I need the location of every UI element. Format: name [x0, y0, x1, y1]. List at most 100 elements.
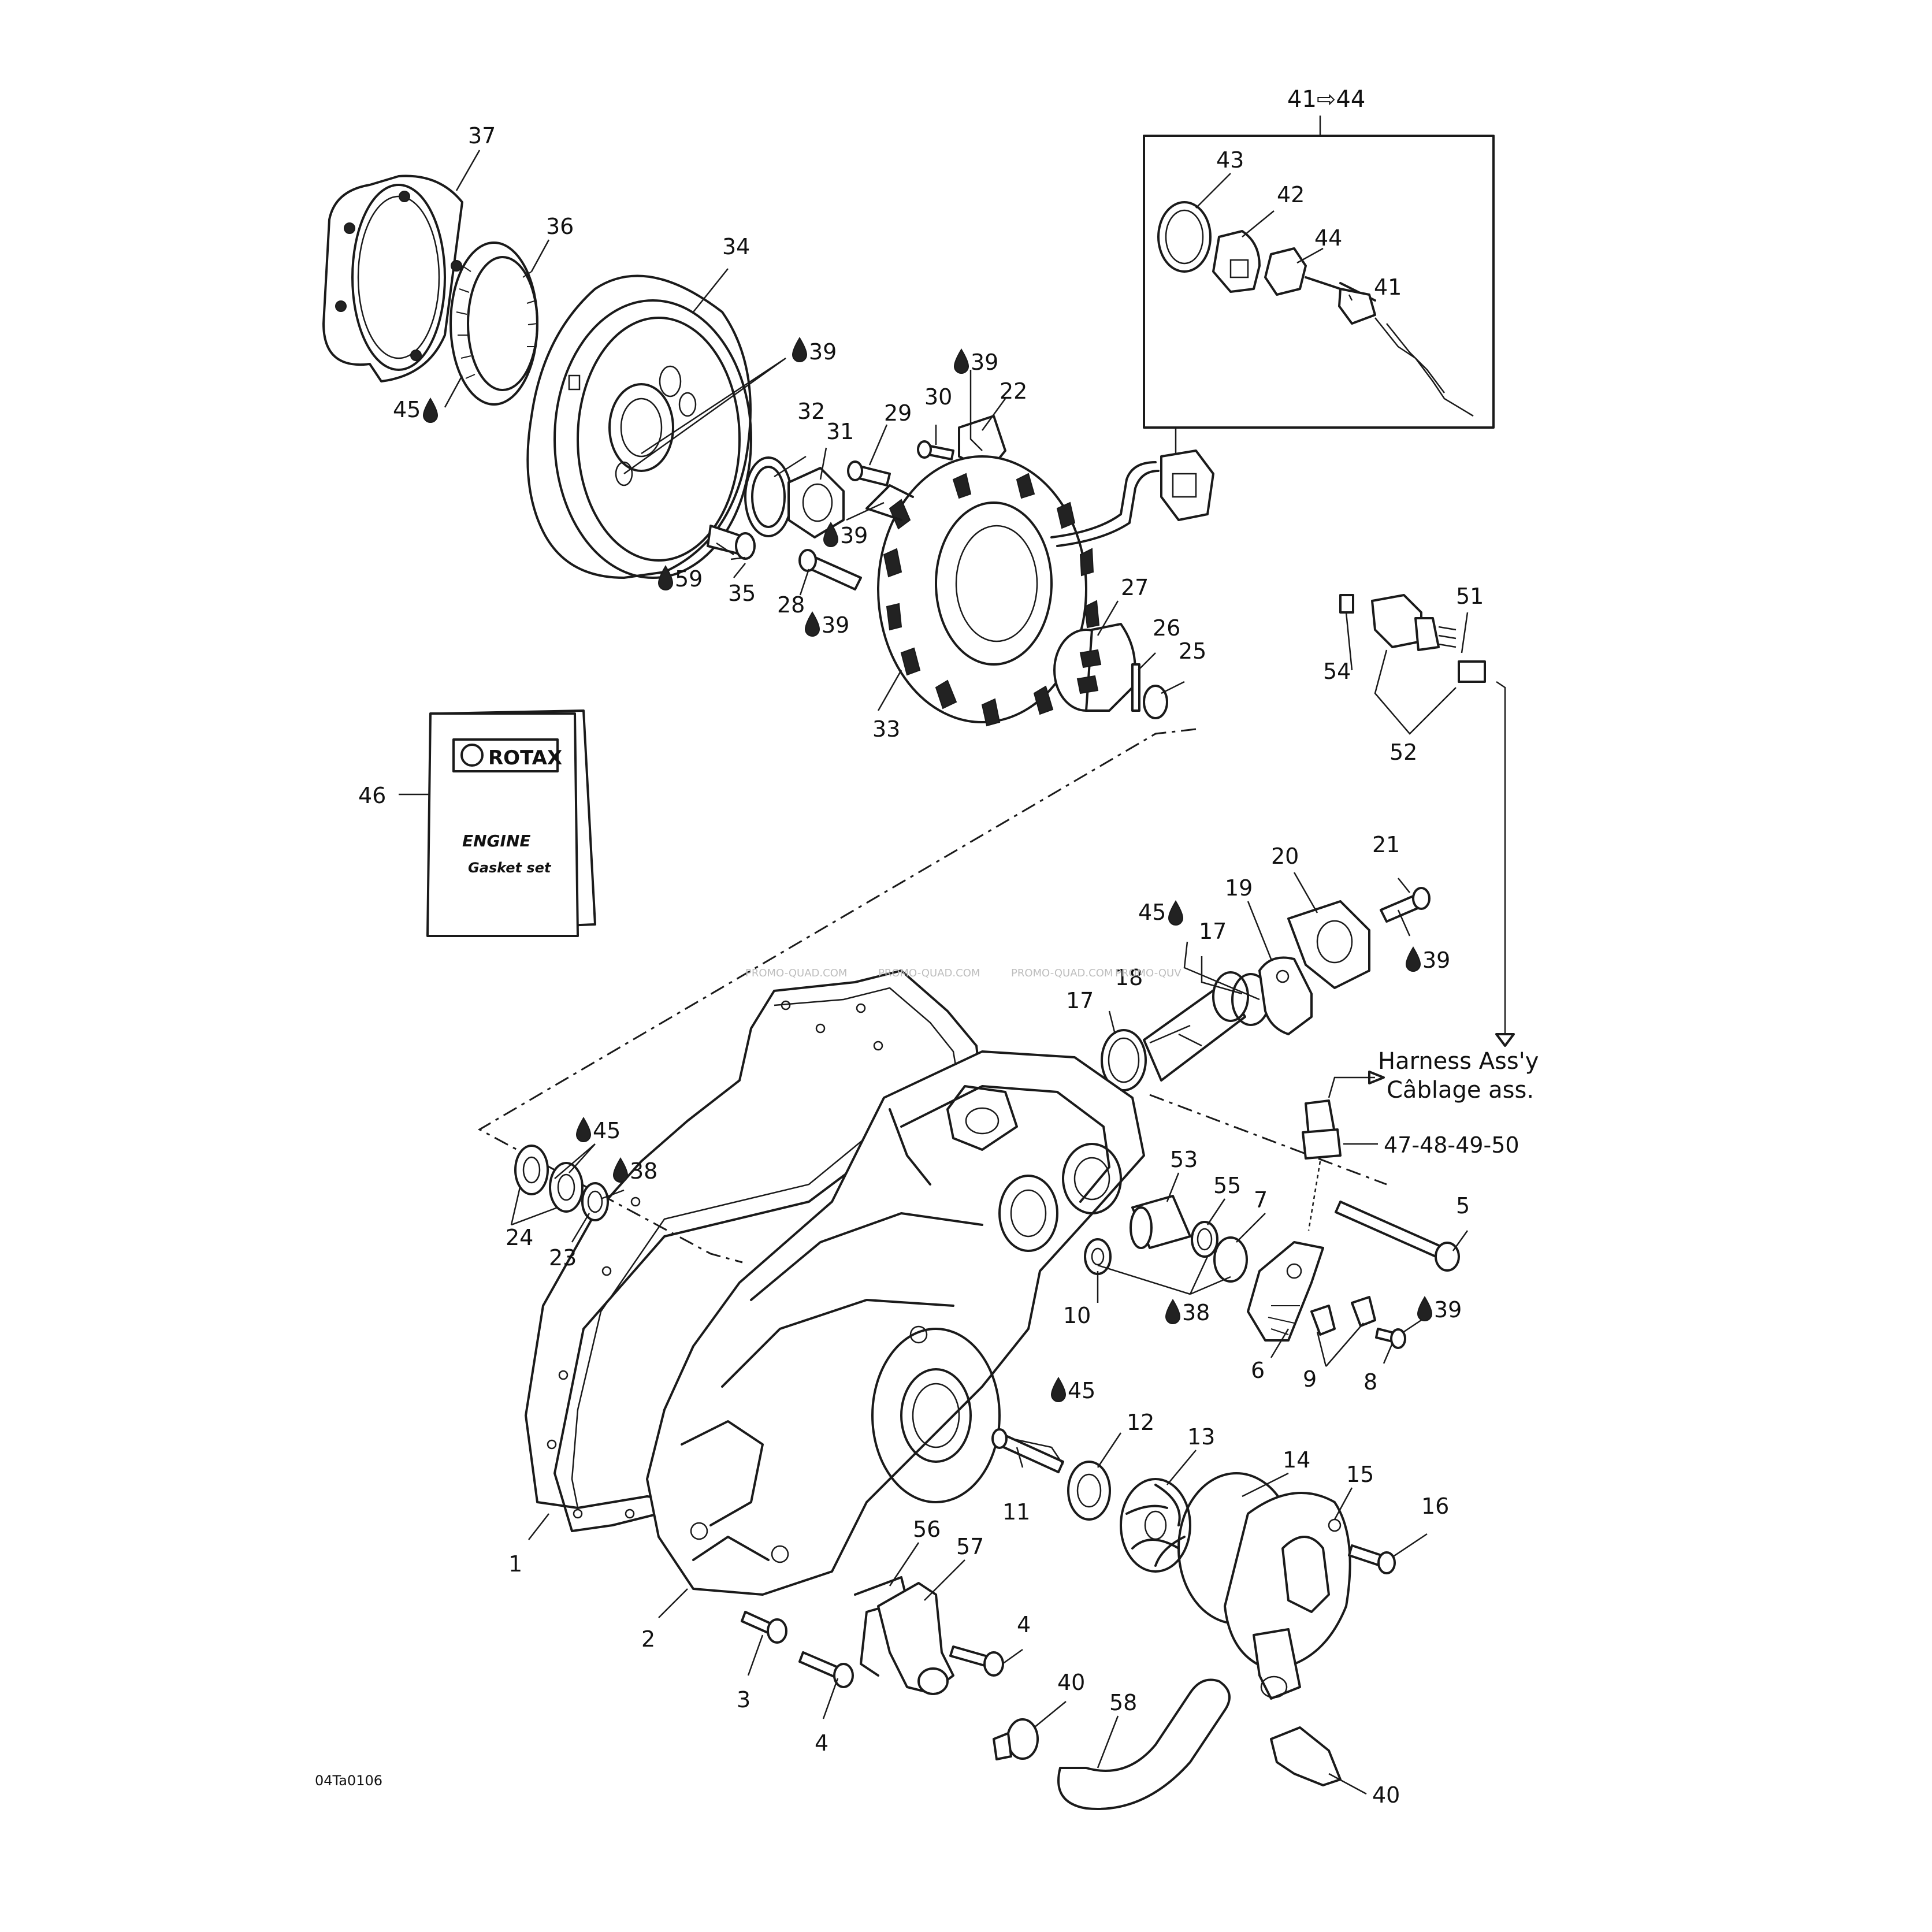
oil-drop-icon — [1417, 1296, 1433, 1321]
seal-23 — [581, 1182, 609, 1221]
trigger-wheel-27 — [1053, 623, 1136, 712]
cover-2 — [646, 1050, 1145, 1596]
lube-38-b: 38 — [1165, 1299, 1210, 1325]
gasket-set-manual-46 — [426, 709, 596, 937]
label-55: 55 — [1213, 1173, 1241, 1198]
oil-drop-icon — [657, 565, 674, 590]
label-53: 53 — [1170, 1147, 1198, 1172]
plate-9 — [1310, 1296, 1376, 1336]
seal-12 — [1067, 1461, 1111, 1521]
svg-text:45: 45 — [393, 397, 421, 422]
label-37: 37 — [468, 123, 496, 148]
oil-drop-icon — [804, 611, 820, 637]
kit-label-41-44: 41⇨44 — [1287, 86, 1365, 113]
label-23: 23 — [549, 1245, 577, 1270]
svg-text:39: 39 — [1434, 1297, 1462, 1322]
lube-39-a: 39 — [792, 337, 837, 365]
figure-code: 04Ta0106 — [315, 1773, 382, 1789]
label-17a: 17 — [1199, 919, 1227, 944]
leader-lines — [399, 150, 1469, 1795]
label-42: 42 — [1277, 182, 1305, 207]
watermark: PROMO-QUAD.COM — [878, 967, 980, 979]
svg-text:39: 39 — [1422, 948, 1450, 973]
label-10: 10 — [1063, 1303, 1091, 1328]
bolt-3 — [741, 1611, 787, 1644]
label-28: 28 — [777, 592, 805, 618]
label-2: 2 — [641, 1626, 655, 1652]
lube-39-d: 39 — [804, 611, 849, 638]
clamp-40-right — [1270, 1726, 1342, 1786]
bolt-4a — [798, 1651, 854, 1688]
watermark: PROMO-QUAD.COM — [1011, 967, 1113, 979]
sprag-clutch-36 — [449, 242, 538, 406]
label-6: 6 — [1251, 1358, 1265, 1383]
label-54: 54 — [1323, 659, 1351, 684]
harness-line1: Harness Ass'y — [1378, 1048, 1539, 1075]
watermarks: PROMO-QUAD.COM PROMO-QUAD.COM PROMO-QUAD… — [745, 967, 1182, 979]
label-51: 51 — [1456, 584, 1484, 609]
stator-33 — [865, 455, 1100, 727]
screw-30 — [917, 440, 954, 460]
label-22: 22 — [1000, 378, 1027, 404]
oil-drop-icon — [792, 337, 808, 362]
svg-text:39: 39 — [822, 612, 849, 638]
label-5: 5 — [1456, 1193, 1470, 1218]
sleeve-53 — [1130, 1195, 1191, 1249]
impeller-13 — [1120, 1478, 1191, 1573]
harness-parts: 47-48-49-50 — [1384, 1132, 1519, 1158]
bolt-5 — [1335, 1201, 1460, 1272]
lube-39-e: 39 — [1405, 946, 1450, 973]
connector-group-51-54 — [1339, 594, 1486, 683]
sensor-6 — [1247, 1241, 1324, 1342]
bolt-4b — [949, 1645, 1004, 1677]
bracket-57 — [877, 1582, 954, 1695]
label-57: 57 — [956, 1534, 984, 1559]
lube-38-a: 38 — [612, 1157, 657, 1184]
hose-58 — [1057, 1678, 1231, 1810]
svg-text:39: 39 — [971, 350, 998, 375]
label-29: 29 — [884, 400, 912, 426]
harness-line2: Câblage ass. — [1387, 1077, 1534, 1104]
label-25: 25 — [1179, 638, 1206, 664]
label-56: 56 — [913, 1517, 941, 1542]
label-40a: 40 — [1057, 1670, 1085, 1695]
label-4b: 4 — [1017, 1612, 1031, 1637]
harness-text: Harness Ass'y Câblage ass. 47-48-49-50 — [1378, 1048, 1539, 1158]
svg-text:38: 38 — [1182, 1300, 1210, 1325]
svg-text:39: 39 — [840, 523, 868, 548]
svg-text:45: 45 — [1138, 900, 1166, 925]
bolt-35 — [707, 525, 756, 560]
label-19: 19 — [1225, 875, 1253, 901]
label-15: 15 — [1346, 1462, 1374, 1487]
label-52: 52 — [1389, 740, 1417, 765]
seal-55 — [1191, 1221, 1218, 1258]
label-44: 44 — [1314, 225, 1342, 251]
lube-45-a: 45 — [393, 397, 439, 423]
oil-drop-icon — [612, 1157, 629, 1183]
label-16: 16 — [1421, 1493, 1449, 1519]
flywheel-34 — [526, 274, 752, 579]
svg-text:45: 45 — [1068, 1378, 1095, 1403]
label-14: 14 — [1283, 1447, 1310, 1473]
lube-45-c: 45 — [575, 1117, 621, 1143]
label-18: 18 — [1115, 965, 1143, 990]
manual-text: ROTAX ENGINE Gasket set — [462, 746, 562, 876]
shaft-11 — [991, 1428, 1064, 1473]
lube-39-b: 39 — [953, 348, 998, 375]
alignment-lines — [477, 728, 1387, 1264]
label-1: 1 — [508, 1551, 522, 1577]
oil-drop-icon — [1168, 900, 1184, 926]
pump-housing-15 — [1224, 1492, 1351, 1700]
o-ring-7 — [1213, 1236, 1248, 1283]
label-27: 27 — [1121, 575, 1149, 600]
oil-drop-icon — [1405, 946, 1421, 972]
nut-31 — [787, 467, 845, 538]
label-7: 7 — [1254, 1187, 1268, 1213]
label-31: 31 — [826, 419, 854, 444]
label-4a: 4 — [815, 1730, 828, 1756]
label-32: 32 — [797, 399, 825, 424]
label-35: 35 — [728, 581, 756, 606]
bearings-24 — [514, 1145, 584, 1213]
svg-text:45: 45 — [593, 1118, 621, 1143]
